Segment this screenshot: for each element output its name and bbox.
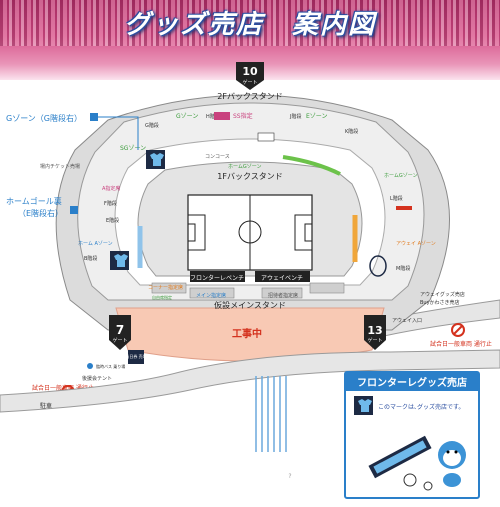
goods-kiosk-home-goal[interactable] (110, 251, 129, 270)
bus-left-label: 試合日一般車両 通行止 (32, 384, 94, 392)
ss-label: SS指定 (233, 112, 253, 120)
no-entry-icon-right (451, 323, 465, 337)
gate-7-number: 7 (116, 323, 124, 337)
gate-13[interactable]: 13 ゲート (364, 315, 386, 350)
main-stand-label: 仮設メインスタンド (214, 300, 286, 310)
away-bench-label: アウェイベンチ (261, 274, 303, 282)
home-goal-callout-title: ホームゴール裏 (6, 196, 62, 206)
header-banner: グッズ売店 案内図 (0, 0, 500, 80)
h-block-label: H階段 (206, 113, 220, 120)
hatched-block (257, 132, 275, 142)
away-goods-oval (369, 255, 387, 277)
main-block-1 (151, 282, 187, 294)
bus-stop-icon (87, 363, 93, 369)
ticket-booth-marker (128, 350, 144, 364)
bus-stop-label: 臨時バス 乗り場 (96, 363, 125, 369)
b-block-label: B階段 (84, 255, 97, 262)
frontale-bench (190, 271, 245, 282)
construction-label: 工事中 (232, 327, 262, 340)
a-free-label: A指定席 (102, 185, 120, 192)
g-zone-callout-title: Gゾーン（G階段右） (6, 113, 82, 123)
m-block-label: M階段 (396, 265, 410, 272)
legend-title: フロンターレグッズ売店 (357, 376, 467, 389)
home-goal-callout-sub: （E階段右） (18, 208, 63, 218)
ticket-booth-label: 当日券 売場 (125, 353, 146, 359)
main-block-2 (189, 287, 235, 299)
back-2f-label: 2Fバックスタンド (217, 92, 282, 101)
away-goods-label: アウェイグッズ売店 (420, 291, 465, 298)
away-a-label: アウェイ Aゾーン (396, 240, 436, 247)
road-bottom (0, 349, 500, 413)
f-block-label: F階段 (104, 200, 117, 207)
ss-marker (214, 112, 230, 120)
legend-desc: このマークは､グッズ売店です。 (378, 403, 464, 411)
g-block-label: G階段 (145, 122, 159, 129)
gate-10-number: 10 (242, 65, 258, 78)
gate-13-number: 13 (367, 324, 382, 337)
e-zone-label: Eゾーン (306, 113, 328, 120)
concourse-label: コンコース (205, 154, 230, 160)
gate-7-word: ゲート (112, 337, 127, 344)
free-seat-label: 自由席指定 (152, 294, 172, 300)
page-marker: ? (288, 473, 291, 480)
j-block-label: J階段 (289, 113, 301, 120)
main-reserved-label: メイン指定席 (196, 292, 226, 299)
bus-right-label: 試合日一般車両 通行止 (430, 340, 492, 348)
crowd-background (0, 0, 500, 46)
e-block-label: E階段 (106, 217, 119, 224)
legend-box: フロンターレグッズ売店 このマークは､グッズ売店です。 (344, 371, 480, 499)
tent-label: 後援会テント (82, 375, 112, 382)
sg-zone-label: SGゾーン (120, 145, 146, 152)
gate-13-word: ゲート (367, 337, 382, 344)
home-goal-callout-marker (70, 206, 78, 214)
corner-label: コーナー指定席 (148, 284, 183, 291)
buy-kawasaki-label: Buyかわさき売店 (420, 299, 460, 306)
goods-kiosk-g-zone[interactable] (146, 150, 165, 169)
parking-label: 駐車 (40, 402, 52, 410)
home-g-band (282, 155, 341, 176)
back-1f-label: 1Fバックスタンド (217, 172, 282, 181)
k-block-label: K階段 (345, 128, 358, 135)
home-a-label: ホーム Aゾーン (78, 241, 113, 247)
pitch (187, 194, 313, 271)
home-g-zone-label: ホームGゾーン (228, 164, 261, 170)
away-entrance-label: アウェイ入口 (392, 317, 422, 324)
ticket-office-label: 場内チケット売場 (40, 163, 80, 170)
away-red-band (396, 206, 412, 210)
gate-10-word: ゲート (242, 79, 257, 86)
sponsor-label: 招待者指定席 (268, 292, 298, 299)
gate-7[interactable]: 7 ゲート (109, 315, 131, 350)
bus-bay-area (255, 376, 287, 452)
main-block-4 (309, 282, 345, 294)
g-zone-callout-line (98, 116, 139, 150)
page-title: グッズ売店 案内図 (123, 10, 376, 40)
main-block-3 (261, 287, 303, 299)
g-zone-callout-marker (90, 113, 98, 121)
frontale-bench-label: フロンターレベンチ (190, 274, 244, 282)
road-top (379, 299, 500, 337)
away-bench (255, 271, 310, 282)
legend-shirt-icon (354, 396, 373, 415)
home-g-away-label: ホームGゾーン (384, 173, 417, 179)
l-block-label: L階段 (390, 195, 403, 202)
g-zone-label: Gゾーン (176, 113, 198, 120)
goods-illustration (368, 435, 466, 491)
gate-10[interactable]: 10 ゲート (236, 62, 264, 90)
